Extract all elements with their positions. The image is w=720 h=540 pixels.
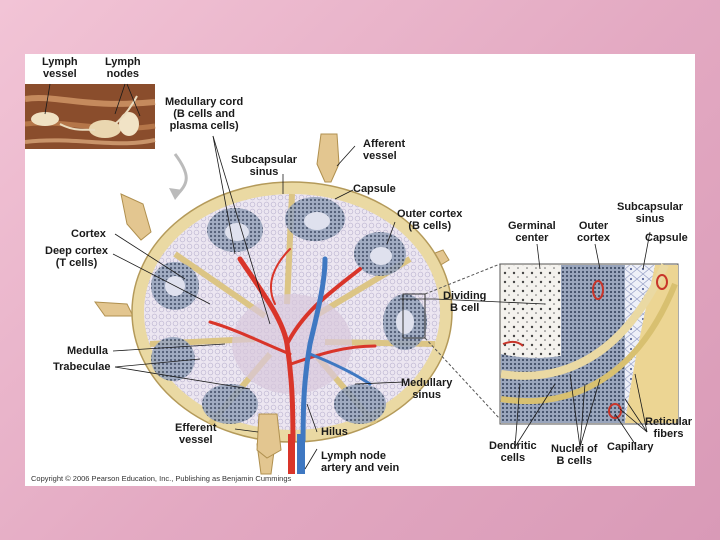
label-trabeculae: Trabeculae [53, 361, 111, 373]
label-hilus: Hilus [321, 426, 348, 438]
label-deep-cortex: Deep cortex(T cells) [45, 245, 108, 269]
magnified-inset [499, 263, 679, 425]
label-capsule-inset: Capsule [645, 232, 688, 244]
label-medulla: Medulla [67, 345, 108, 357]
label-capillary: Capillary [607, 441, 654, 453]
zoom-box [402, 293, 426, 339]
lymph-node-diagram [25, 83, 679, 475]
photo-inset [25, 84, 156, 149]
label-capsule: Capsule [353, 183, 396, 195]
lymph-node [131, 181, 453, 443]
label-cortex: Cortex [71, 228, 106, 240]
label-outer-cortex: Outer cortex(B cells) [397, 208, 463, 232]
efferent-vessel [256, 413, 282, 459]
copyright-notice: Copyright © 2006 Pearson Education, Inc.… [31, 474, 292, 483]
